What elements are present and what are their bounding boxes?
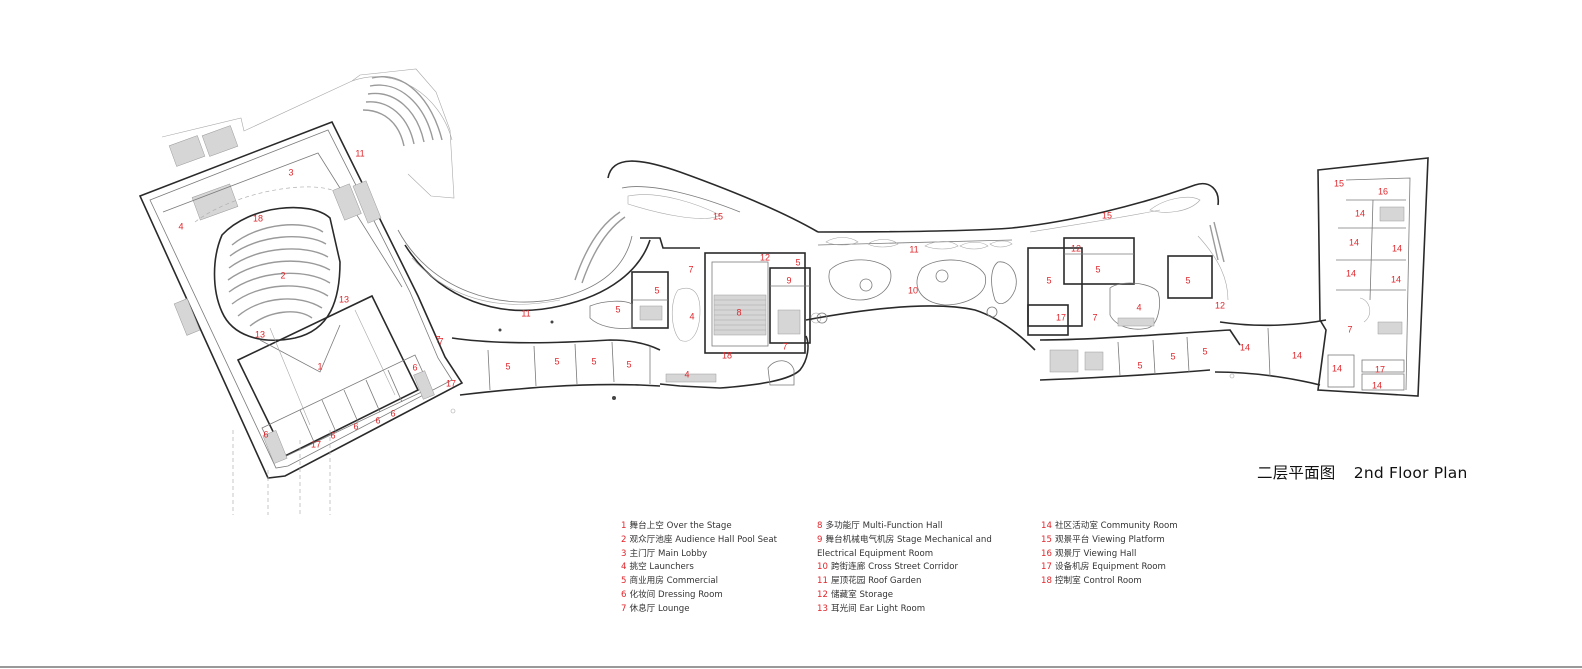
room-number-label: 6 <box>330 430 335 440</box>
room-number-label: 5 <box>626 359 631 369</box>
room-number-label: 13 <box>255 329 265 339</box>
room-number-label: 18 <box>253 213 263 223</box>
room-number-label: 4 <box>178 221 183 231</box>
auditorium-seating <box>227 224 331 327</box>
hall-seating <box>713 294 767 336</box>
room-number-label: 17 <box>1056 312 1066 322</box>
room-number-label: 5 <box>1137 360 1142 370</box>
room-number-label: 17 <box>446 378 456 388</box>
room-number-label: 11 <box>909 244 918 254</box>
room-number-label: 5 <box>1170 351 1175 361</box>
multifunction-block <box>589 160 822 389</box>
room-number-label: 5 <box>1046 275 1051 285</box>
room-number-label: 5 <box>591 356 596 366</box>
room-number-label: 14 <box>1349 237 1359 247</box>
cross-street-corridor <box>805 227 1036 351</box>
room-number-label: 1 <box>317 361 322 371</box>
room-number-label: 14 <box>1240 342 1250 352</box>
room-number-label: 16 <box>1378 186 1388 196</box>
room-number-label: 15 <box>1102 210 1112 220</box>
room-number-label: 12 <box>1215 300 1225 310</box>
room-number-label: 5 <box>615 304 620 314</box>
room-number-label: 7 <box>782 341 787 351</box>
room-number-label: 4 <box>1136 302 1141 312</box>
room-number-label: 5 <box>1202 346 1207 356</box>
room-number-label: 7 <box>1347 324 1352 334</box>
east-block <box>1011 183 1327 386</box>
room-number-label: 17 <box>311 439 321 449</box>
room-number-label: 6 <box>375 415 380 425</box>
room-number-label: 17 <box>1375 364 1385 374</box>
room-number-label: 12 <box>1071 243 1081 253</box>
room-number-label: 11 <box>355 148 364 158</box>
room-number-label: 14 <box>1392 243 1402 253</box>
room-number-label: 8 <box>736 307 741 317</box>
title-zh: 二层平面图 <box>1257 464 1336 482</box>
title-en: 2nd Floor Plan <box>1353 464 1468 482</box>
bottom-divider <box>0 666 1582 668</box>
room-number-label: 3 <box>288 167 293 177</box>
room-number-label: 15 <box>1334 178 1344 188</box>
room-number-label: 14 <box>1346 268 1356 278</box>
room-number-label: 14 <box>1355 208 1365 218</box>
room-number-label: 7 <box>435 334 440 344</box>
room-number-label: 5 <box>795 257 800 267</box>
room-number-label: 7 <box>438 336 443 346</box>
room-number-label: 6 <box>412 362 417 372</box>
room-number-label: 14 <box>1391 274 1401 284</box>
room-number-label: 14 <box>1292 350 1302 360</box>
room-number-label: 5 <box>505 361 510 371</box>
room-number-label: 4 <box>684 369 689 379</box>
room-number-label: 5 <box>654 285 659 295</box>
room-number-label: 2 <box>280 270 285 280</box>
room-number-label: 7 <box>1092 312 1097 322</box>
room-number-label: 12 <box>760 252 770 262</box>
room-number-label: 6 <box>390 408 395 418</box>
room-number-label: 14 <box>1372 380 1382 390</box>
room-number-label: 5 <box>1095 264 1100 274</box>
room-number-label: 9 <box>786 275 791 285</box>
room-number-label: 7 <box>688 264 693 274</box>
room-number-label: 11 <box>521 308 530 318</box>
room-number-label: 5 <box>1185 275 1190 285</box>
theater-block <box>138 68 464 515</box>
room-number-label: 13 <box>339 294 349 304</box>
room-number-label: 6 <box>263 429 268 439</box>
room-number-label: 15 <box>713 211 723 221</box>
room-number-label: 10 <box>908 285 918 295</box>
room-number-label: 18 <box>722 350 732 360</box>
planter-row <box>825 237 1013 250</box>
room-number-label: 4 <box>689 311 694 321</box>
east-tower <box>1317 157 1429 397</box>
room-number-label: 5 <box>554 356 559 366</box>
west-connector <box>397 211 661 414</box>
room-number-label: 6 <box>353 421 358 431</box>
outdoor-stand-seating <box>362 76 443 147</box>
room-number-label: 14 <box>1332 363 1342 373</box>
drawing-title: 二层平面图 2nd Floor Plan <box>1257 461 1468 483</box>
